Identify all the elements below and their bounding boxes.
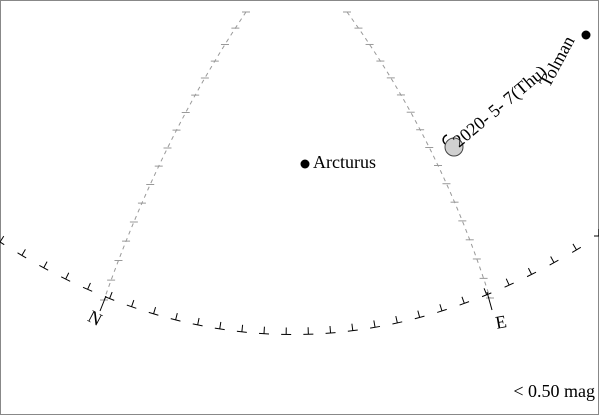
horizon-tick-stub [109, 291, 113, 299]
horizon-tick-stub [87, 282, 91, 290]
horizon-tick-stub [395, 315, 398, 323]
horizon-tick [571, 246, 582, 253]
horizon-tick [347, 329, 358, 332]
horizon-tick-stub [175, 312, 178, 320]
star-arcturus-dot [300, 159, 310, 169]
north-marker [99, 295, 107, 312]
horizon-tick-stub [505, 278, 510, 286]
horizon-tick-stub [572, 243, 577, 251]
horizon-tick [0, 241, 5, 246]
horizon-tick [325, 332, 336, 334]
horizon-tick [414, 315, 425, 320]
horizon-tick [504, 282, 514, 288]
horizon-tick-stub [329, 325, 332, 334]
horizon-tick-stub [131, 299, 135, 307]
horizon-tick-stub [21, 249, 26, 256]
horizon-tick [392, 321, 403, 325]
magnitude-limit: < 0.50 mag [513, 381, 595, 401]
horizon-tick-stub [0, 235, 5, 243]
horizon-tick-stub [197, 317, 200, 325]
horizon-tick-stub [550, 256, 555, 263]
horizon-tick-stub [439, 304, 443, 312]
star-tolman-dot [581, 30, 591, 40]
meridian-north [103, 11, 247, 301]
horizon-tick-stub [241, 324, 244, 332]
horizon-tick-stub [461, 296, 465, 304]
horizon-tick-stub [483, 288, 488, 295]
east-marker [486, 291, 493, 311]
meridian-grid [100, 11, 494, 301]
horizon-tick-stub [417, 310, 421, 318]
horizon-tick-stub [65, 272, 70, 280]
east-label: E [494, 311, 508, 333]
horizon-tick-stub [373, 320, 376, 328]
horizon-tick-stub [43, 261, 48, 268]
horizon-arc [0, 229, 599, 336]
comet-icon [444, 137, 464, 157]
horizon-tick-stub [527, 267, 533, 275]
horizon-tick-stub [153, 306, 157, 314]
meridian-east [346, 11, 491, 299]
horizon-tick-stub [219, 321, 222, 329]
horizon-tick-stub [351, 323, 354, 331]
star-arcturus-label: Arcturus [313, 152, 376, 172]
